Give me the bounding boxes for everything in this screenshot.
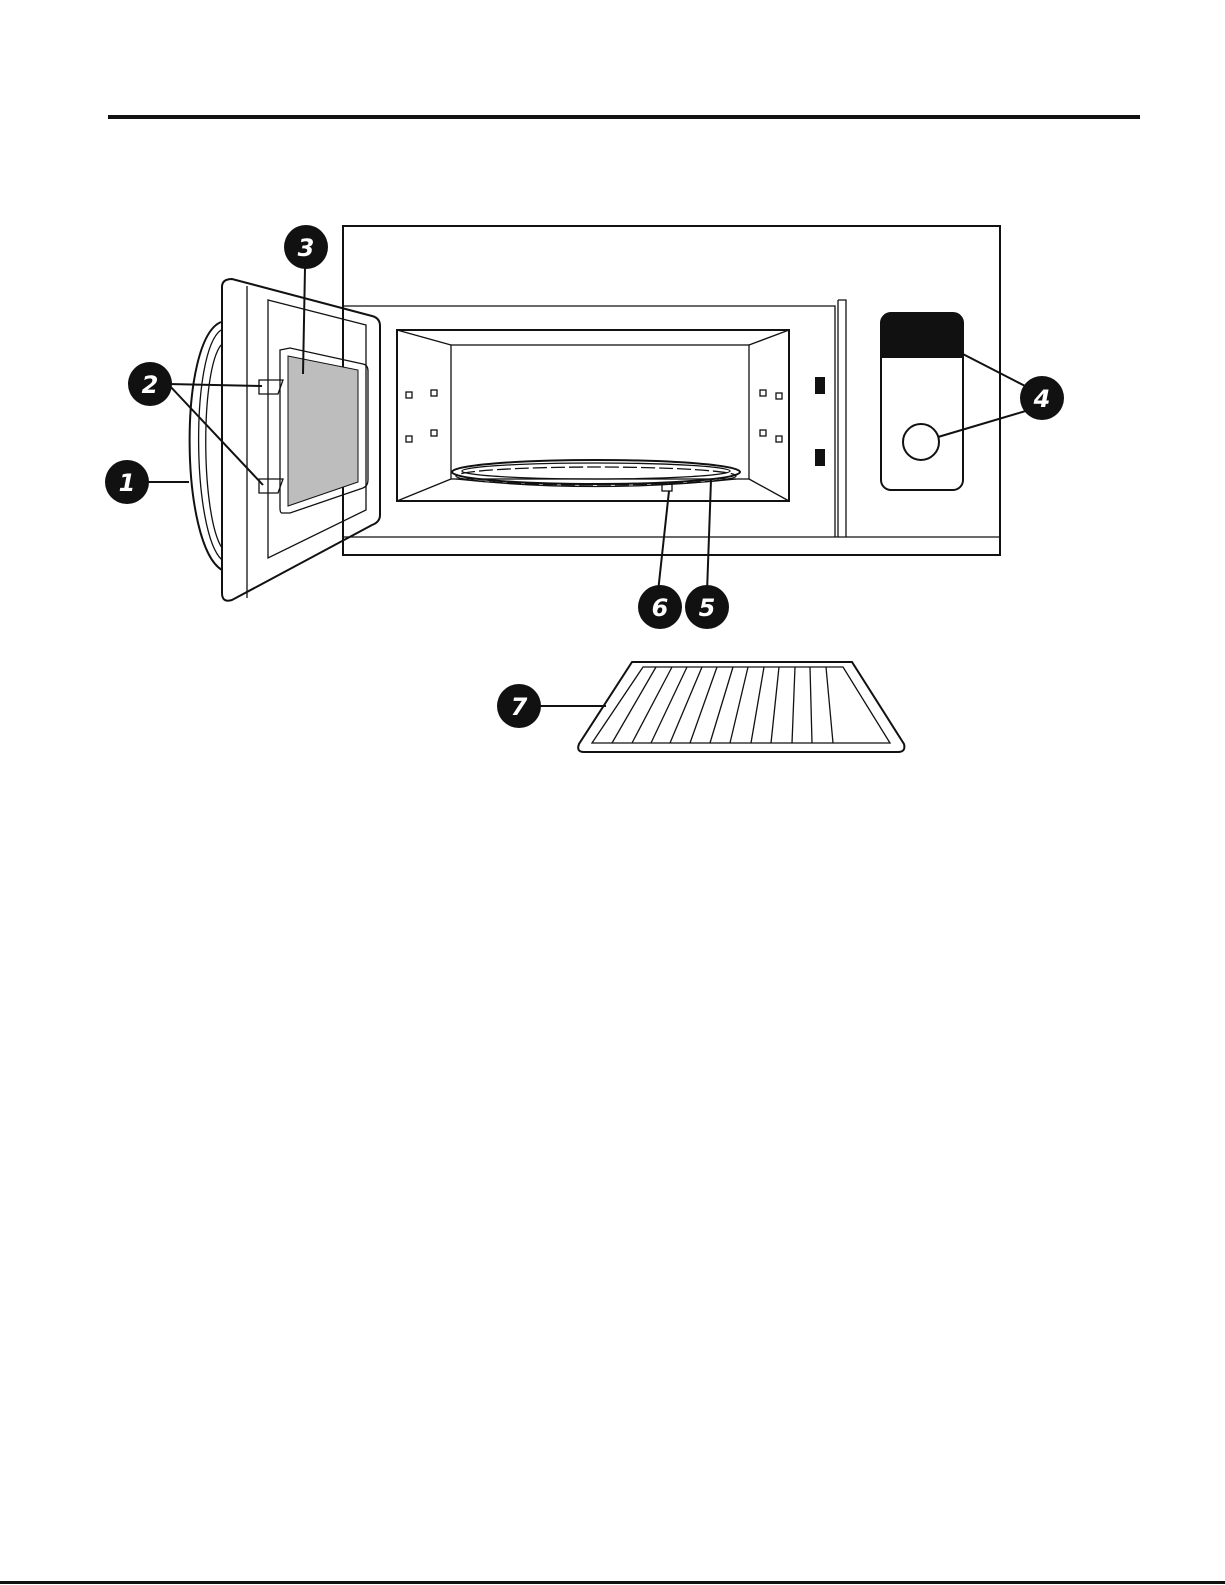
callout-3: 3 (284, 225, 328, 269)
svg-text:1: 1 (119, 469, 136, 497)
callout-2: 2 (128, 362, 172, 406)
svg-text:3: 3 (298, 234, 315, 262)
bottom-rule (0, 1581, 1225, 1584)
callout-5: 5 (685, 585, 729, 629)
callout-7: 7 (497, 684, 541, 728)
rack-support-left (406, 390, 437, 442)
door-window (288, 356, 358, 506)
svg-text:2: 2 (142, 371, 159, 399)
callout-4: 4 (1020, 376, 1064, 420)
microwave-body (343, 226, 1000, 555)
door-handle[interactable] (190, 322, 222, 570)
rack-support-right (760, 390, 782, 442)
turntable (452, 460, 740, 487)
svg-text:6: 6 (652, 594, 669, 622)
oven-door (190, 279, 380, 601)
svg-text:4: 4 (1033, 385, 1051, 413)
svg-text:5: 5 (699, 594, 716, 622)
control-knob[interactable] (903, 424, 939, 460)
oven-rack (578, 662, 904, 752)
display-window (881, 313, 963, 358)
callout-1: 1 (105, 460, 149, 504)
svg-text:7: 7 (511, 693, 528, 721)
callout-6: 6 (638, 585, 682, 629)
control-panel (881, 313, 963, 490)
